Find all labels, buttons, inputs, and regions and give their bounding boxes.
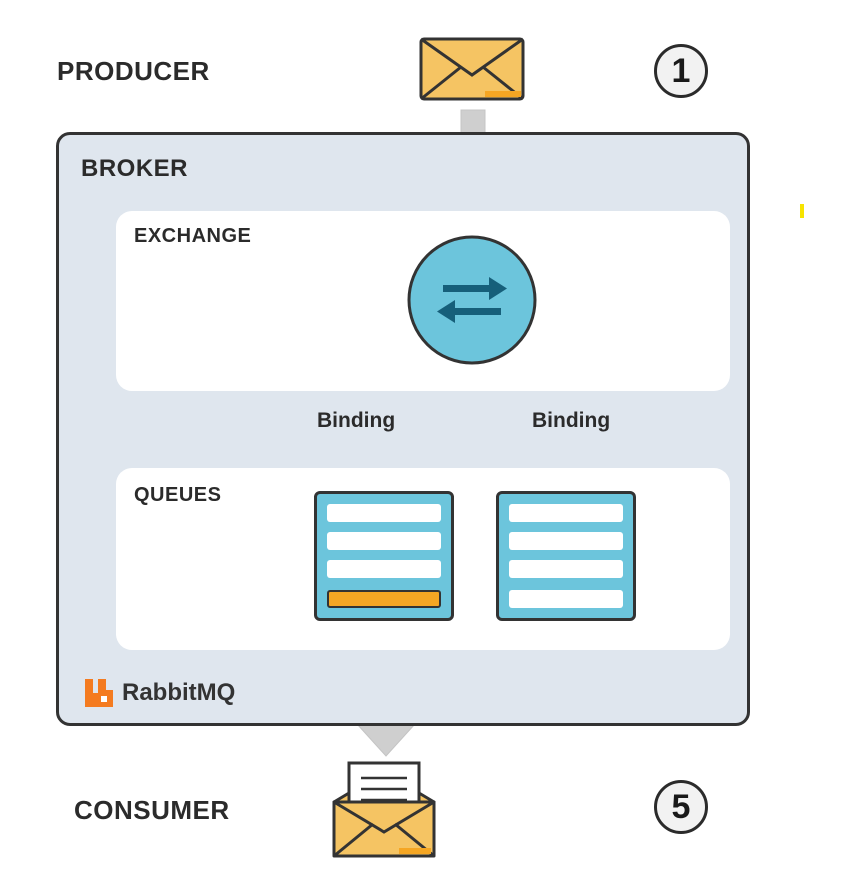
- consumer-label: CONSUMER: [74, 795, 230, 825]
- broker-box: BROKER EXCHANGE QUEUES: [56, 132, 750, 726]
- queue-slot: [327, 560, 441, 578]
- queue-right: [496, 491, 636, 621]
- brand-name: RabbitMQ: [122, 679, 236, 706]
- queue-slot: [327, 532, 441, 550]
- step-5: 5: [654, 780, 708, 834]
- brand: RabbitMQ: [82, 676, 235, 710]
- open-envelope-icon: [332, 761, 436, 858]
- queue-slot: [509, 590, 623, 608]
- yellow-mark: [800, 204, 804, 218]
- step-1: 1: [654, 44, 708, 98]
- binding-label-right: Binding: [532, 409, 611, 432]
- exchange-arrows-icon: [407, 235, 537, 365]
- broker-label: BROKER: [81, 155, 189, 182]
- queues-label: QUEUES: [134, 484, 222, 506]
- binding-label-left: Binding: [317, 409, 396, 432]
- queue-slot: [509, 532, 623, 550]
- envelope-icon: [419, 37, 525, 101]
- exchange-label: EXCHANGE: [134, 225, 252, 247]
- rabbitmq-logo-icon: [85, 679, 113, 707]
- queue-message: [327, 590, 441, 608]
- queue-slot: [327, 504, 441, 522]
- queue-slot: [509, 560, 623, 578]
- producer-label: PRODUCER: [57, 56, 210, 86]
- queue-left: [314, 491, 454, 621]
- queue-slot: [509, 504, 623, 522]
